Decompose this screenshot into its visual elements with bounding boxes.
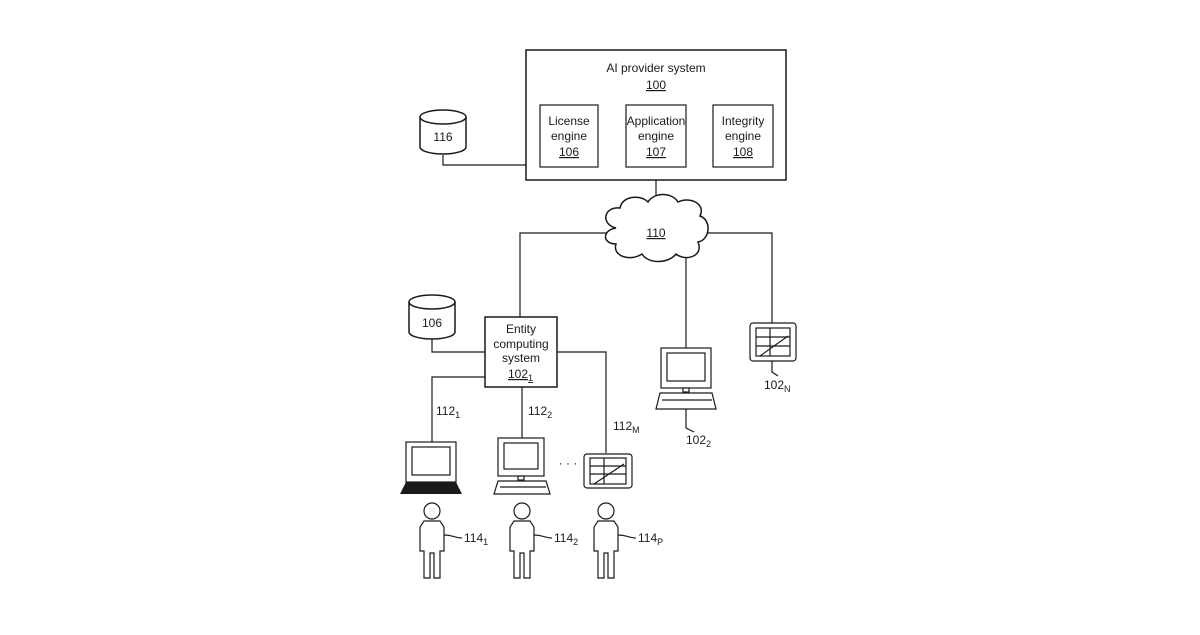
link-db116-provider (443, 155, 526, 165)
device-112-m-label: 112M (613, 419, 640, 435)
user-icon-114-p: 114P (594, 503, 663, 578)
application-engine: Application engine 107 (626, 105, 686, 167)
user-icon-114-1: 1141 (420, 503, 488, 578)
entity-computing-system: Entity computing system 1021 (485, 317, 557, 387)
application-engine-line1: Application (627, 114, 686, 128)
entity-line3: system (502, 351, 540, 365)
user-114-1-sub: 1 (483, 537, 488, 547)
link-network-device-102-n (705, 233, 772, 323)
desktop-icon-112-2: 1122 (494, 404, 552, 494)
device-102-n-sub: N (784, 384, 791, 394)
device-112-1-label: 1121 (436, 404, 460, 420)
entity-line2: computing (493, 337, 548, 351)
device-ellipsis: · · · (559, 456, 578, 470)
device-112-2-num: 112 (528, 404, 547, 418)
user-114-p-label: 114P (638, 531, 663, 547)
integrity-engine-line1: Integrity (722, 114, 765, 128)
license-engine-number: 106 (559, 145, 579, 159)
connections (432, 155, 772, 453)
database-106-label: 106 (422, 316, 442, 330)
device-112-1-sub: 1 (455, 410, 460, 420)
device-112-2-label: 1122 (528, 404, 552, 420)
network-label: 110 (646, 226, 665, 240)
desktop-icon-102-2: 1022 (656, 348, 716, 449)
provider-number: 100 (646, 78, 666, 92)
user-114-1-num: 114 (464, 531, 483, 545)
link-network-entity (520, 233, 608, 317)
ai-provider-system: AI provider system 100 License engine 10… (526, 50, 786, 180)
provider-title: AI provider system (606, 61, 705, 75)
entity-line1: Entity (506, 322, 536, 336)
integrity-engine-number: 108 (733, 145, 753, 159)
entity-number: 102 (508, 367, 528, 381)
device-102-2-sub: 2 (706, 439, 711, 449)
link-entity-device-112-m (557, 352, 606, 453)
license-engine-line2: engine (551, 129, 587, 143)
device-102-2-num: 102 (686, 433, 706, 447)
laptop-icon-112-1: 1121 (400, 404, 462, 494)
integrity-engine: Integrity engine 108 (713, 105, 773, 167)
device-112-2-sub: 2 (547, 410, 552, 420)
device-112-m-num: 112 (613, 419, 632, 433)
device-112-1-num: 112 (436, 404, 455, 418)
application-engine-line2: engine (638, 129, 674, 143)
tablet-icon-112-m: 112M (584, 419, 640, 488)
database-116-label: 116 (433, 130, 452, 144)
integrity-engine-line2: engine (725, 129, 761, 143)
user-114-p-sub: P (657, 537, 663, 547)
user-114-1-label: 1141 (464, 531, 488, 547)
network-cloud-icon: 110 (606, 195, 709, 262)
device-112-m-sub: M (632, 425, 640, 435)
user-114-2-sub: 2 (573, 537, 578, 547)
user-icon-114-2: 1142 (510, 503, 578, 578)
device-102-2-label: 1022 (686, 433, 711, 449)
database-116-icon: 116 (420, 110, 466, 154)
database-106-icon: 106 (409, 295, 455, 339)
user-114-2-label: 1142 (554, 531, 578, 547)
entity-number-sub: 1 (528, 373, 533, 383)
device-102-n-label: 102N (764, 378, 791, 394)
link-db106-entity (432, 338, 485, 352)
tablet-icon-102-n: 102N (750, 323, 796, 394)
application-engine-number: 107 (646, 145, 666, 159)
user-114-2-num: 114 (554, 531, 573, 545)
license-engine-line1: License (548, 114, 590, 128)
license-engine: License engine 106 (540, 105, 598, 167)
device-102-n-num: 102 (764, 378, 784, 392)
user-114-p-num: 114 (638, 531, 657, 545)
